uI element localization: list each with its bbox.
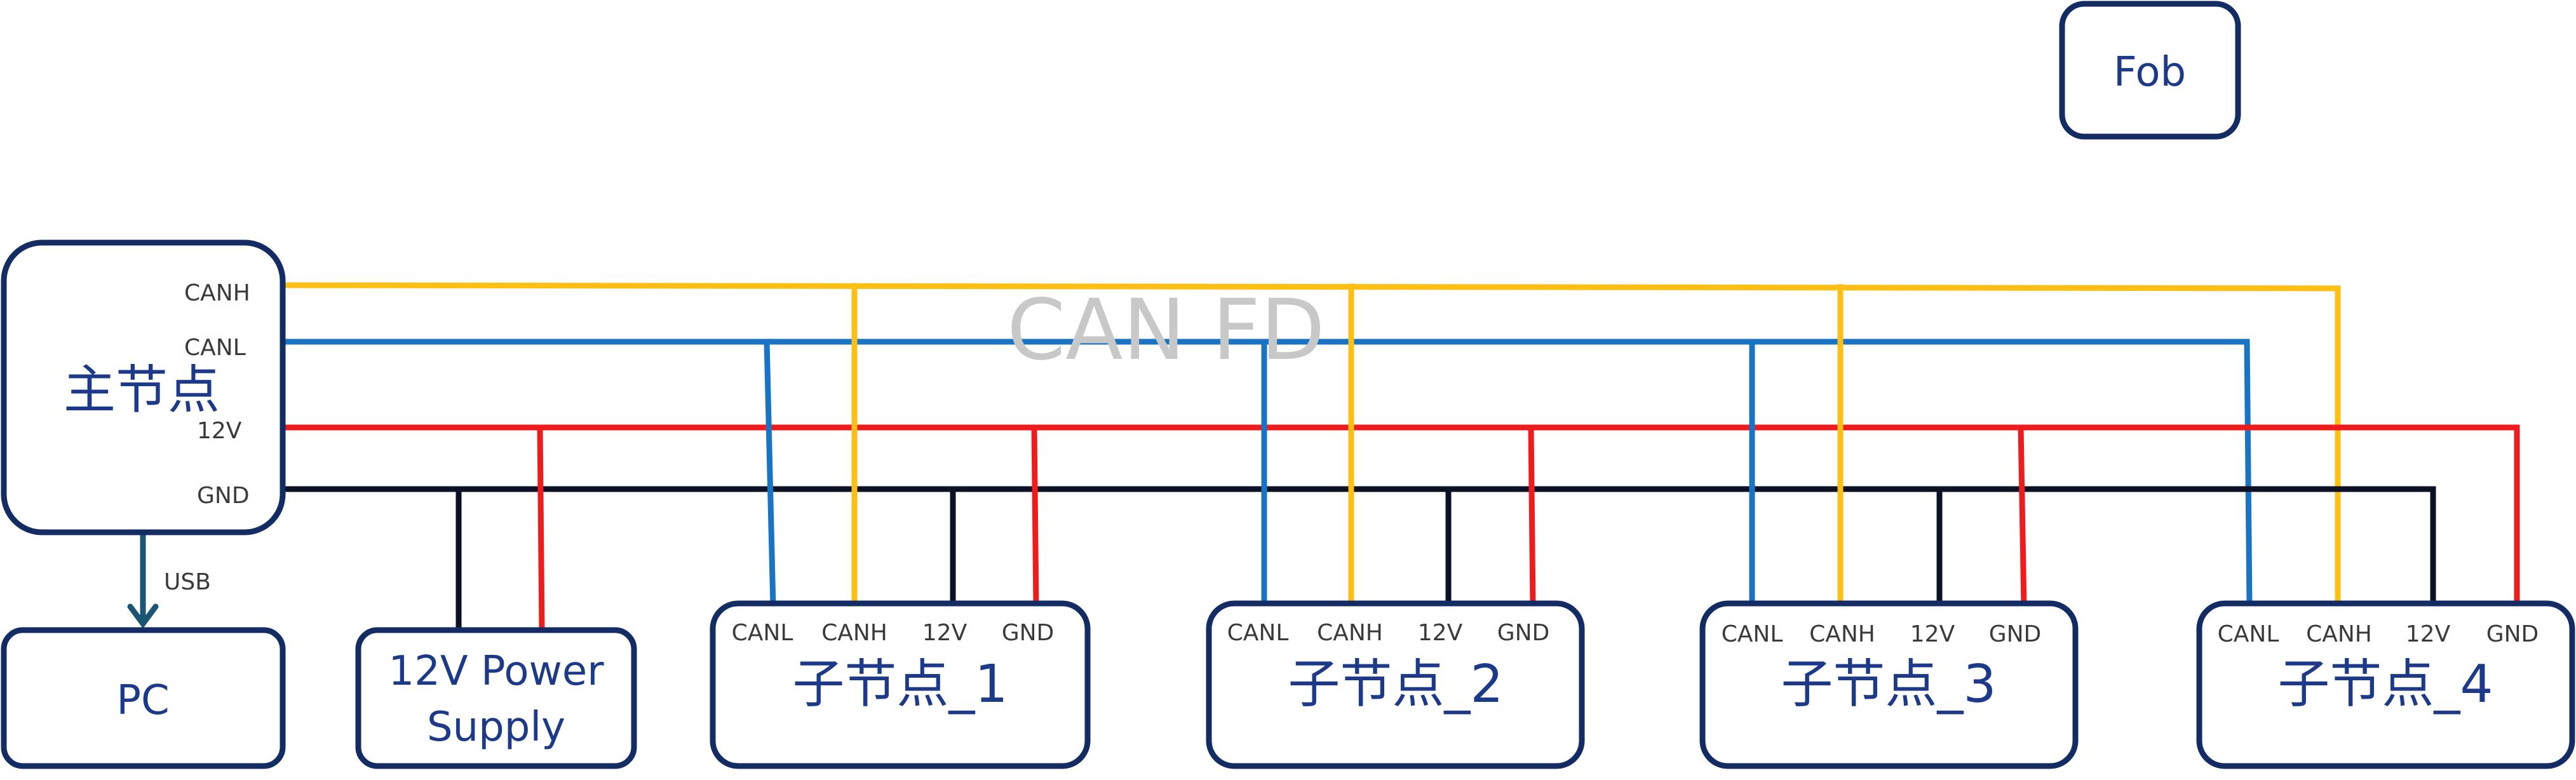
master-node-label: 主节点 <box>64 360 220 420</box>
child-node-3-gnd-pin: GND <box>1989 621 2042 647</box>
canh-bus-line <box>281 282 2341 610</box>
power-supply: 12V Power Supply <box>355 627 637 769</box>
master-canl-pin: CANL <box>184 335 246 361</box>
child-node-2-label: 子节点_2 <box>1288 654 1503 715</box>
master-gnd-pin: GND <box>197 483 250 509</box>
node2-12v-drop <box>1528 424 1536 610</box>
child-node-4-canl-pin: CANL <box>2218 621 2279 647</box>
pc-box <box>1 627 286 769</box>
power-12v-drop <box>537 424 545 633</box>
can-fd-bus-label: CAN FD <box>1007 281 1325 379</box>
child-node-2-12v-pin: 12V <box>1418 620 1463 646</box>
pc-label: PC <box>116 677 169 724</box>
v12-bus-line <box>281 424 2520 610</box>
child-node-4-12v-pin: 12V <box>2406 621 2451 647</box>
child-node-4-label: 子节点_4 <box>2277 654 2493 715</box>
child-node-1-canh-pin: CANH <box>821 620 887 646</box>
child-node-2-canh-pin: CANH <box>1317 620 1383 646</box>
bus-wires <box>281 282 2520 633</box>
canl-bus-line <box>281 339 2253 610</box>
node1-canl-drop <box>764 339 776 610</box>
child-node-4: CANL CANH 12V GND 子节点_4 <box>2196 600 2575 769</box>
child-node-1-label: 子节点_1 <box>792 654 1008 715</box>
master-12v-pin: 12V <box>197 418 242 444</box>
child-node-2-gnd-pin: GND <box>1497 620 1550 646</box>
power-supply-box <box>355 627 637 769</box>
child-node-3-box <box>1699 600 2079 769</box>
usb-arrow <box>127 532 159 629</box>
gnd-bus-line <box>281 486 2436 610</box>
pc: PC <box>1 627 286 769</box>
child-node-3-canh-pin: CANH <box>1809 621 1875 647</box>
child-node-4-gnd-pin: GND <box>2486 621 2539 647</box>
master-canh-pin: CANH <box>184 280 250 306</box>
usb-arrow-head <box>127 603 159 629</box>
child-node-1-canl-pin: CANL <box>732 620 793 646</box>
child-node-1: CANL CANH 12V GND 子节点_1 <box>710 600 1091 769</box>
master-node: 主节点 CANH CANL 12V GND <box>1 239 286 535</box>
child-node-3-12v-pin: 12V <box>1910 621 1955 647</box>
child-node-3-canl-pin: CANL <box>1722 621 1783 647</box>
master-node-box <box>1 239 286 535</box>
child-node-1-gnd-pin: GND <box>1002 620 1055 646</box>
child-node-2: CANL CANH 12V GND 子节点_2 <box>1206 600 1585 769</box>
fob: Fob <box>2059 1 2241 140</box>
child-node-4-canh-pin: CANH <box>2306 621 2372 647</box>
fob-label: Fob <box>2114 49 2186 96</box>
child-node-3: CANL CANH 12V GND 子节点_3 <box>1699 600 2079 769</box>
fob-box <box>2059 1 2241 140</box>
power-supply-label-line1: 12V Power <box>388 648 604 695</box>
node3-12v-drop <box>2018 424 2027 610</box>
node1-12v-drop <box>1031 424 1039 610</box>
power-supply-label-line2: Supply <box>427 704 565 751</box>
child-node-3-label: 子节点_3 <box>1781 654 1996 715</box>
child-node-4-box <box>2196 600 2575 769</box>
usb-label: USB <box>164 569 211 595</box>
child-node-2-box <box>1206 600 1585 769</box>
child-node-1-12v-pin: 12V <box>922 620 968 646</box>
child-node-1-box <box>710 600 1091 769</box>
child-node-2-canl-pin: CANL <box>1227 620 1289 646</box>
